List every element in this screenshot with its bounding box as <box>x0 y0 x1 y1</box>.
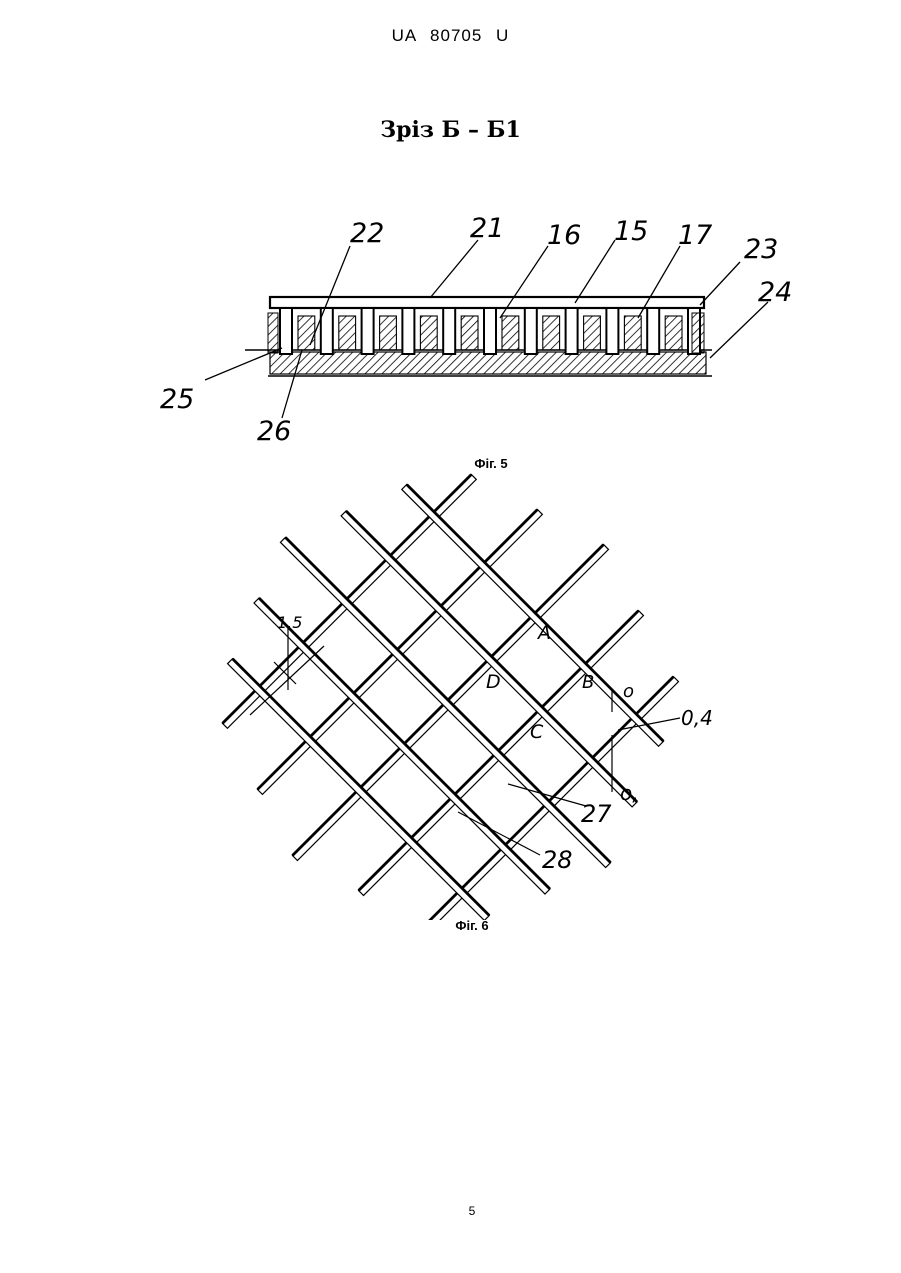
fig6-label-27: 27 <box>581 800 612 828</box>
fig6-label-1-5: 1.5 <box>277 613 302 632</box>
fig6-label-C: C <box>530 721 544 743</box>
fig6-label-28: 28 <box>542 846 573 874</box>
figure-6-drawing: 1.5 A D B C o 0,4 o, 27 28 <box>0 0 901 920</box>
fig6-label-B: B <box>582 672 594 693</box>
fig6-grid <box>222 474 678 920</box>
fig6-label-o1: o, <box>620 781 639 805</box>
fig6-label-A: A <box>536 622 551 644</box>
fig6-label-D: D <box>486 671 501 693</box>
page-number: 5 <box>0 1204 901 1218</box>
figure-6-caption: Фіг. 6 <box>0 918 901 933</box>
fig6-label-0-4: 0,4 <box>681 706 713 730</box>
fig6-label-o: o <box>623 681 634 702</box>
